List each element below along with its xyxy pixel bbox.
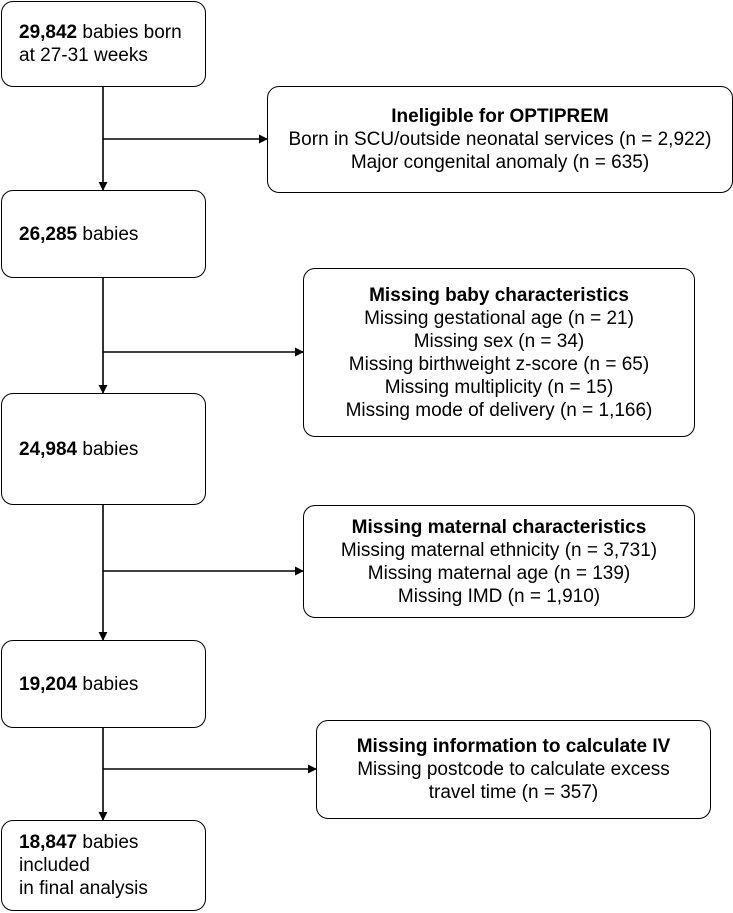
box-ineligible: Ineligible for OPTIPREM Born in SCU/outs… [267, 86, 733, 193]
babies-24984-label: babies [77, 438, 139, 460]
box-babies-born-line1: 29,842 babies born [19, 21, 182, 44]
box-babies-26285-line1: 26,285 babies [19, 223, 138, 246]
final-analysis-line2: in final analysis [19, 878, 148, 899]
ineligible-title: Ineligible for OPTIPREM [391, 106, 609, 127]
missing-baby-line-3: Missing birthweight z-score (n = 65) [348, 353, 650, 375]
babies-19204-label: babies [77, 673, 139, 695]
missing-baby-line-1: Missing gestational age (n = 21) [364, 307, 634, 329]
babies-born-line2: at 27-31 weeks [19, 45, 148, 66]
box-babies-24984: 24,984 babies [1, 393, 206, 505]
missing-baby-line-4: Missing multiplicity (n = 15) [384, 376, 614, 398]
box-final-analysis: 18,847 babies included in final analysis [1, 820, 206, 911]
missing-iv-title: Missing information to calculate IV [356, 736, 671, 757]
box-babies-19204-line1: 19,204 babies [19, 673, 138, 696]
box-babies-24984-line1: 24,984 babies [19, 438, 138, 461]
babies-born-count: 29,842 [19, 22, 78, 43]
missing-baby-line-2: Missing sex (n = 34) [413, 330, 585, 352]
babies-born-label: babies born [77, 22, 182, 43]
missing-baby-line-5: Missing mode of delivery (n = 1,166) [345, 399, 653, 421]
babies-26285-label: babies [77, 223, 139, 245]
final-analysis-count: 18,847 [19, 832, 78, 853]
ineligible-line-2: Major congenital anomaly (n = 635) [350, 152, 650, 173]
missing-maternal-line-3: Missing IMD (n = 1,910) [397, 585, 601, 607]
babies-19204-count: 19,204 [19, 673, 78, 695]
missing-maternal-line-2: Missing maternal age (n = 139) [367, 562, 631, 584]
box-final-analysis-line1: 18,847 babies included [19, 831, 205, 877]
missing-maternal-title: Missing maternal characteristics [351, 516, 647, 538]
box-missing-baby: Missing baby characteristics Missing ges… [303, 268, 695, 437]
ineligible-line-1: Born in SCU/outside neonatal services (n… [288, 129, 712, 150]
missing-baby-title: Missing baby characteristics [369, 284, 629, 306]
box-babies-born: 29,842 babies born at 27-31 weeks [1, 1, 206, 87]
box-missing-iv: Missing information to calculate IV Miss… [316, 720, 711, 819]
box-babies-19204: 19,204 babies [1, 640, 206, 728]
missing-iv-line-2: travel time (n = 357) [428, 782, 599, 803]
missing-maternal-line-1: Missing maternal ethnicity (n = 3,731) [340, 539, 658, 561]
box-babies-26285: 26,285 babies [1, 190, 206, 278]
final-analysis-label: babies included [19, 832, 139, 876]
missing-iv-line-1: Missing postcode to calculate excess [357, 759, 670, 780]
babies-24984-count: 24,984 [19, 438, 78, 460]
babies-26285-count: 26,285 [19, 223, 78, 245]
box-missing-maternal: Missing maternal characteristics Missing… [303, 505, 695, 618]
